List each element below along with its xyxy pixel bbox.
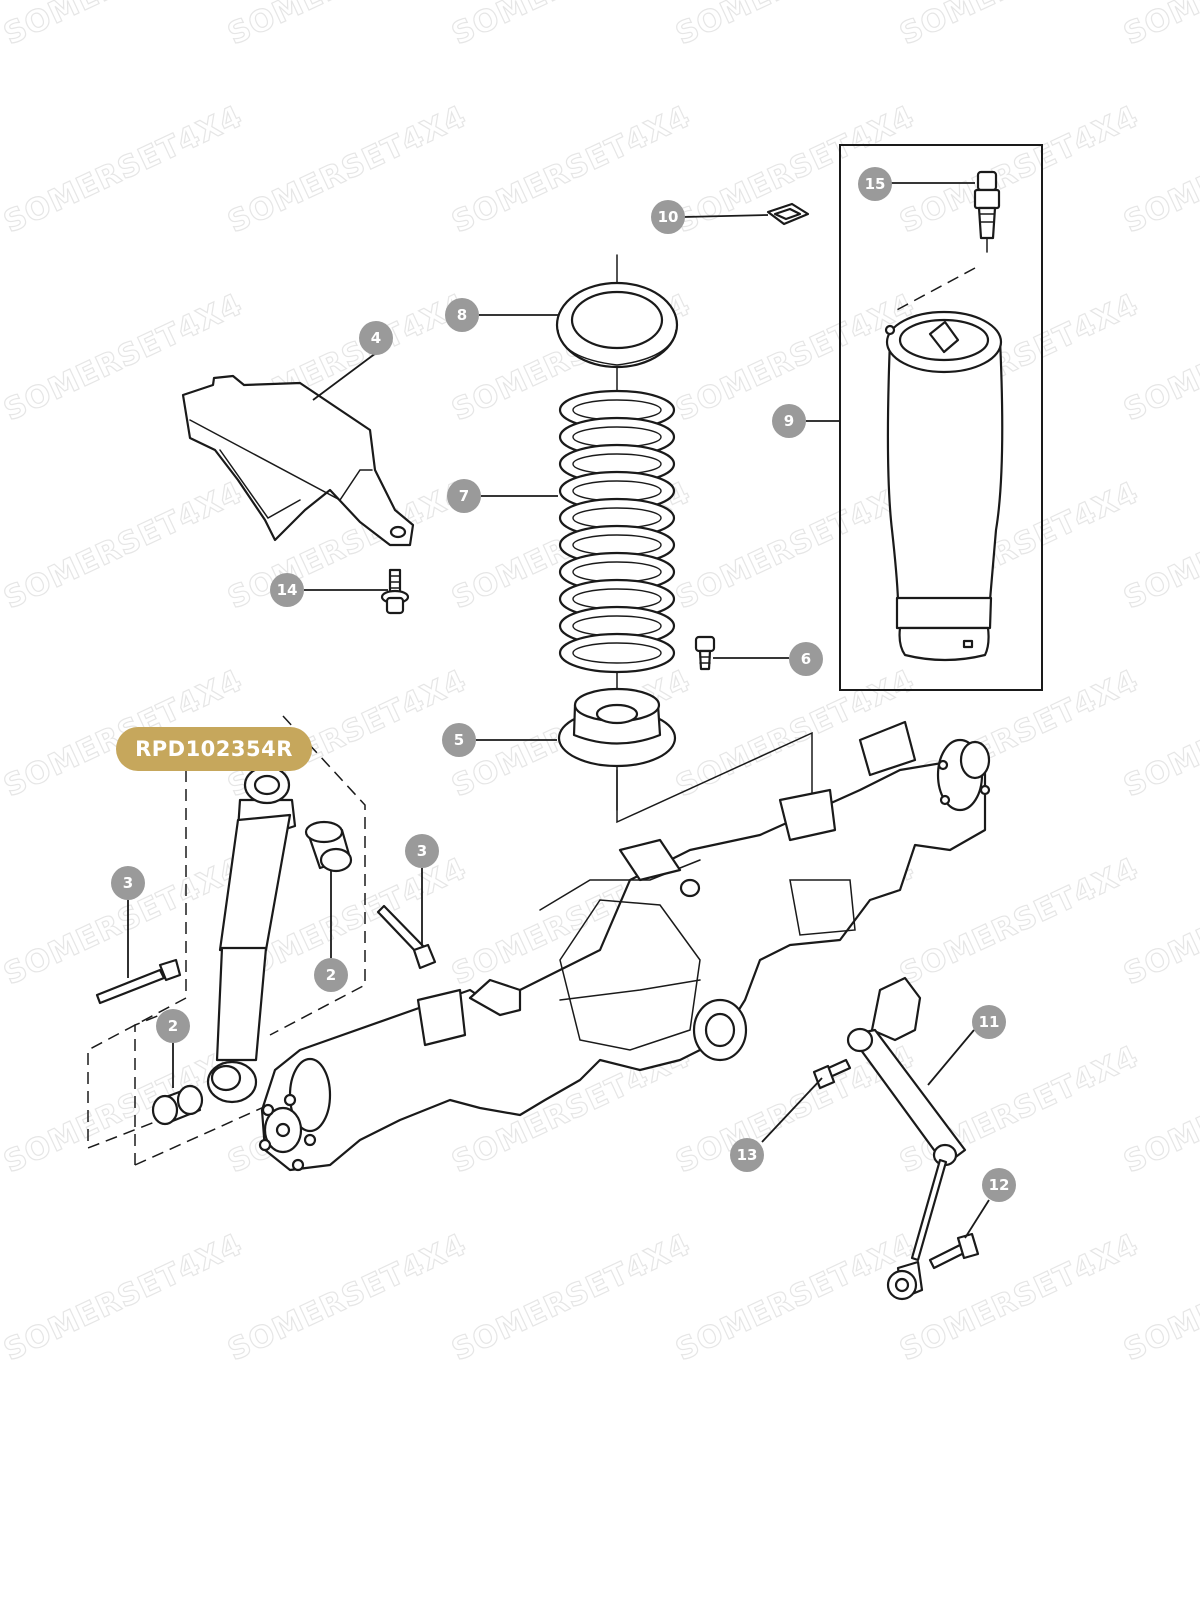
svg-text:6: 6 [801,650,811,668]
part-bush-upper-2 [304,820,353,873]
watermark-text: SOMERSET4X4 [0,1039,248,1180]
watermark-text: SOMERSET4X4 [0,1227,248,1368]
watermark-layer: SOMERSET4X4SOMERSET4X4SOMERSET4X4SOMERSE… [0,0,1200,1369]
svg-text:9: 9 [784,412,794,430]
part-bolt-12 [928,1232,980,1270]
watermark-text: SOMERSET4X4 [895,0,1145,52]
callout-7: 7 [447,479,481,513]
svg-text:2: 2 [326,966,336,984]
callout-14: 14 [270,573,304,607]
leader-lines [127,182,990,1239]
watermark-text: SOMERSET4X4 [447,1227,697,1368]
watermark-text: SOMERSET4X4 [0,99,248,240]
callout-12: 12 [982,1168,1016,1202]
svg-text:14: 14 [277,581,298,599]
bush-fitment-line [134,1014,276,1166]
callout-3-left: 3 [111,866,145,900]
part-bracket-4 [181,374,415,547]
callout-15: 15 [858,167,892,201]
svg-text:12: 12 [989,1176,1010,1194]
callout-5: 5 [442,723,476,757]
part-bush-lower-2 [151,1084,204,1126]
part-coil-spring-7 [558,389,676,674]
svg-text:7: 7 [459,487,469,505]
watermark-text: SOMERSET4X4 [447,0,697,52]
callout-9: 9 [772,404,806,438]
svg-text:3: 3 [417,842,427,860]
svg-text:10: 10 [658,208,679,226]
watermark-text: SOMERSET4X4 [671,1227,921,1368]
svg-text:11: 11 [979,1013,1000,1031]
part-bolt-right-3 [376,904,437,970]
valve-position-line [892,267,976,313]
axle-seat-position-line [616,731,813,824]
watermark-text: SOMERSET4X4 [671,0,921,52]
coil-spring-ring-inner [572,642,662,664]
callout-11: 11 [972,1005,1006,1039]
svg-text:4: 4 [371,329,381,347]
part-lower-seat-5 [557,687,677,768]
part-rear-axle [258,720,991,1172]
part-bolt-6 [694,635,716,671]
watermark-text: SOMERSET4X4 [1119,0,1200,52]
part-height-sensor-11 [846,976,967,1301]
part-bolt-14 [380,568,410,615]
watermark-text: SOMERSET4X4 [671,475,921,616]
callout-13: 13 [730,1138,764,1172]
svg-text:8: 8 [457,306,467,324]
part-shock-absorber [206,765,297,1104]
watermark-text: SOMERSET4X4 [223,99,473,240]
watermark-text: SOMERSET4X4 [895,99,1145,240]
svg-text:3: 3 [123,874,133,892]
watermark-text: SOMERSET4X4 [223,1227,473,1368]
watermark-text: SOMERSET4X4 [0,0,248,52]
callout-10: 10 [651,200,685,234]
coil-spring-ring [558,632,676,674]
callout-4: 4 [359,321,393,355]
callout-2-upper: 2 [314,958,348,992]
callout-3-right: 3 [405,834,439,868]
part-bolt-left-3 [95,958,182,1005]
svg-text:2: 2 [168,1017,178,1035]
callout-8: 8 [445,298,479,332]
watermark-text: SOMERSET4X4 [0,475,248,616]
svg-text:15: 15 [865,175,886,193]
svg-text:5: 5 [454,731,464,749]
callout-2-lower: 2 [156,1009,190,1043]
svg-text:13: 13 [737,1146,758,1164]
part-valve-15 [973,170,1001,253]
callout-6: 6 [789,642,823,676]
watermark-text: SOMERSET4X4 [223,0,473,52]
air-spring-kit-box [839,144,1043,691]
watermark-text: SOMERSET4X4 [895,851,1145,992]
part-air-spring-9 [884,310,1004,662]
part-clip-10 [766,202,810,226]
shock-fitment-line-left [87,770,187,1150]
watermark-text: SOMERSET4X4 [895,1227,1145,1368]
shock-fitment-line-right [269,715,366,1036]
part-spring-seat-8 [555,281,679,369]
highlighted-part-number-label[interactable]: RPD102354R [116,727,312,771]
